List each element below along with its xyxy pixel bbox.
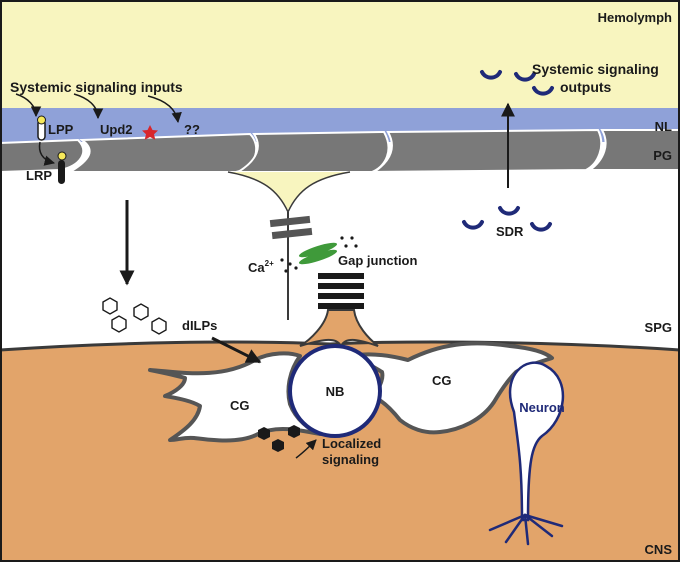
label-cns: CNS bbox=[645, 542, 673, 557]
lpp-particle-head bbox=[37, 115, 46, 125]
calcium-ions bbox=[280, 236, 358, 273]
label-sdr: SDR bbox=[496, 224, 524, 239]
label-gap-junction: Gap junction bbox=[338, 253, 418, 268]
label-unknown: ?? bbox=[184, 122, 200, 137]
label-localized-2: signaling bbox=[322, 452, 379, 467]
label-hemolymph: Hemolymph bbox=[598, 10, 672, 25]
label-dilps: dILPs bbox=[182, 318, 217, 333]
spg-cns-boundary bbox=[0, 340, 680, 352]
input-arrow-upd2 bbox=[73, 93, 104, 120]
input-arrow-unknown bbox=[147, 95, 182, 124]
hemolymph-layer bbox=[0, 0, 680, 112]
label-lrp: LRP bbox=[26, 168, 52, 183]
label-calcium-charge: 2+ bbox=[265, 259, 274, 268]
dilp-molecules bbox=[102, 297, 167, 335]
lrp-receptor bbox=[58, 160, 65, 184]
label-calcium: Ca2+ bbox=[248, 259, 274, 275]
label-nl: NL bbox=[655, 119, 672, 134]
upd2-star bbox=[142, 125, 158, 140]
localized-molecules bbox=[258, 425, 300, 452]
label-nb: NB bbox=[326, 384, 345, 399]
label-upd2: Upd2 bbox=[100, 122, 133, 137]
label-cg-right: CG bbox=[432, 373, 452, 388]
hemolymph-funnel bbox=[228, 172, 350, 210]
spg-layer bbox=[0, 170, 680, 355]
localized-arrow bbox=[295, 439, 317, 459]
label-outputs-title-1: Systemic signaling bbox=[532, 61, 659, 77]
label-pg: PG bbox=[653, 148, 672, 163]
dilp-arrow bbox=[211, 336, 262, 364]
label-localized-1: Localized bbox=[322, 436, 381, 451]
lpp-to-lrp-arrow bbox=[38, 141, 56, 166]
input-arrow-lpp bbox=[15, 93, 42, 118]
label-cg-left: CG bbox=[230, 398, 250, 413]
neuron-axon-terminals bbox=[488, 513, 564, 546]
label-neuron: Neuron bbox=[519, 400, 565, 415]
perineurial-glia-cells bbox=[0, 128, 680, 174]
gap-junction-channel bbox=[298, 242, 338, 258]
funnel-outline bbox=[227, 171, 351, 213]
neuroblast-nb bbox=[288, 344, 382, 438]
label-spg: SPG bbox=[645, 320, 672, 335]
cortex-glia-left bbox=[148, 351, 322, 443]
sdr-molecules bbox=[462, 70, 554, 232]
gap-junction-stack bbox=[269, 212, 364, 320]
label-inputs-title: Systemic signaling inputs bbox=[10, 79, 183, 95]
lrp-receptor-head bbox=[57, 151, 67, 161]
label-outputs-title-2: outputs bbox=[560, 79, 612, 95]
label-lpp: LPP bbox=[48, 122, 74, 137]
neuron-cell bbox=[508, 361, 564, 522]
